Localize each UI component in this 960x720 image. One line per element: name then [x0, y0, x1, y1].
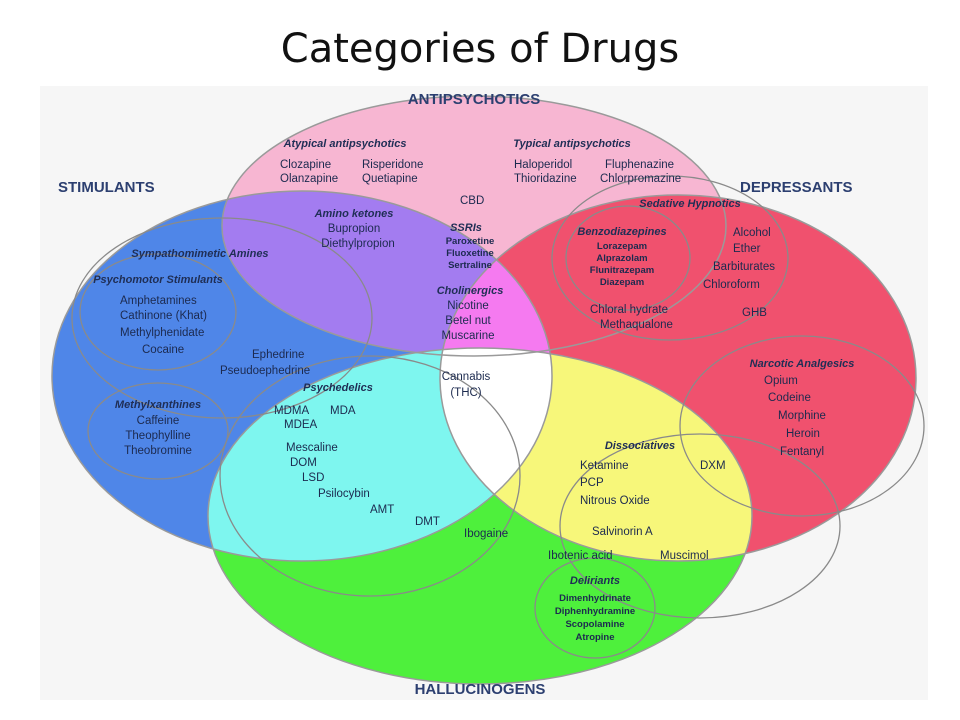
methylxanthines-ring: [87, 382, 229, 480]
drug-barbiturates: Barbiturates: [713, 261, 775, 273]
drug-thc: (THC): [450, 387, 481, 399]
drug-chlorpromazine: Chlorpromazine: [600, 173, 681, 185]
drug-pcp: PCP: [580, 477, 604, 489]
drug-atropine: Atropine: [575, 632, 614, 643]
drug-muscarine: Muscarine: [441, 330, 494, 342]
drug-clozapine: Clozapine: [280, 159, 331, 171]
sub-benzodiazepines: Benzodiazepines: [577, 226, 666, 238]
psychedelics-ring: [219, 355, 521, 597]
drug-salvinorin: Salvinorin A: [592, 526, 653, 538]
drug-flunitrazepam: Flunitrazepam: [590, 265, 654, 276]
drug-mdea: MDEA: [284, 419, 318, 431]
drug-theophylline: Theophylline: [125, 430, 190, 442]
drug-thioridazine: Thioridazine: [514, 173, 577, 185]
drug-quetiapine: Quetiapine: [362, 173, 418, 185]
drug-paroxetine: Paroxetine: [446, 236, 495, 247]
deliriants-ring: [534, 557, 656, 659]
label-antipsychotics: ANTIPSYCHOTICS: [408, 91, 541, 108]
drug-cbd: CBD: [460, 195, 484, 207]
stimulants-outline: [51, 190, 553, 562]
drug-cannabis: Cannabis: [442, 371, 491, 383]
narcotic-ring: [679, 335, 925, 517]
sympathomimetic-ring: [71, 217, 373, 419]
sub-psychomotor: Psychomotor Stimulants: [93, 274, 223, 286]
sub-psychedelics: Psychedelics: [303, 382, 373, 394]
drug-morphine: Morphine: [778, 410, 826, 422]
sub-atypical: Atypical antipsychotics: [283, 138, 407, 150]
drug-sertraline: Sertraline: [448, 260, 492, 271]
drug-fentanyl: Fentanyl: [780, 446, 824, 458]
drug-diphenhydramine: Diphenhydramine: [555, 606, 635, 617]
drug-mda: MDA: [330, 405, 356, 417]
drug-diazepam: Diazepam: [600, 277, 644, 288]
antipsychotics-outline: [221, 95, 727, 357]
psychomotor-ring: [79, 253, 237, 371]
drug-dimenhydrinate: Dimenhydrinate: [559, 593, 631, 604]
sub-sedative-hypnotics: Sedative Hypnotics: [639, 198, 740, 210]
drug-diethylpropion: Diethylpropion: [321, 238, 395, 250]
hallucinogens-outline: [207, 347, 753, 685]
sub-dissociatives: Dissociatives: [605, 440, 675, 452]
stimulant-antipsychotic-overlap: [222, 191, 552, 356]
drug-betel-nut: Betel nut: [445, 315, 491, 327]
drug-olanzapine: Olanzapine: [280, 173, 338, 185]
sub-ssris: SSRIs: [450, 222, 482, 234]
label-stimulants: STIMULANTS: [58, 179, 155, 196]
drug-fluoxetine: Fluoxetine: [446, 248, 494, 259]
drug-chloroform: Chloroform: [703, 279, 760, 291]
drug-ibotenic-acid: Ibotenic acid: [548, 550, 613, 562]
drug-nitrous-oxide: Nitrous Oxide: [580, 495, 650, 507]
drug-alprazolam: Alprazolam: [596, 253, 647, 264]
drug-codeine: Codeine: [768, 392, 811, 404]
drug-ghb: GHB: [742, 307, 767, 319]
drug-caffeine: Caffeine: [137, 415, 180, 427]
sedative-hypnotics-ring: [551, 175, 789, 341]
drug-opium: Opium: [764, 375, 798, 387]
drug-methaqualone: Methaqualone: [600, 319, 673, 331]
benzodiazepines-ring: [565, 205, 691, 311]
venn-diagram: ANTIPSYCHOTICS STIMULANTS DEPRESSANTS HA…: [40, 86, 928, 700]
sub-narcotic: Narcotic Analgesics: [750, 358, 855, 370]
drug-theobromine: Theobromine: [124, 445, 192, 457]
drug-cocaine: Cocaine: [142, 344, 184, 356]
drug-dxm: DXM: [700, 460, 726, 472]
drug-heroin: Heroin: [786, 428, 820, 440]
dissociatives-ring: [559, 433, 841, 619]
drug-pseudoephedrine: Pseudoephedrine: [220, 365, 310, 377]
drug-lsd: LSD: [302, 472, 324, 484]
slide-title: Categories of Drugs: [280, 26, 680, 72]
drug-dmt: DMT: [415, 516, 440, 528]
sub-amino-ketones: Amino ketones: [314, 208, 394, 220]
drug-haloperidol: Haloperidol: [514, 159, 572, 171]
drug-nicotine: Nicotine: [447, 300, 489, 312]
sub-methylxanthines: Methylxanthines: [115, 399, 201, 411]
label-depressants: DEPRESSANTS: [740, 179, 853, 196]
sub-deliriants: Deliriants: [570, 575, 620, 587]
drug-psilocybin: Psilocybin: [318, 488, 370, 500]
sub-sympathomimetic: Sympathomimetic Amines: [131, 248, 268, 260]
label-hallucinogens: HALLUCINOGENS: [415, 681, 546, 698]
sub-cholinergics: Cholinergics: [437, 285, 504, 297]
drug-amt: AMT: [370, 504, 394, 516]
drug-ether: Ether: [733, 243, 761, 255]
drug-amphetamines: Amphetamines: [120, 295, 197, 307]
sub-typical: Typical antipsychotics: [513, 138, 631, 150]
drug-risperidone: Risperidone: [362, 159, 423, 171]
drug-bupropion: Bupropion: [328, 223, 380, 235]
drug-mescaline: Mescaline: [286, 442, 338, 454]
drug-methylphenidate: Methylphenidate: [120, 327, 204, 339]
drug-chloral-hydrate: Chloral hydrate: [590, 304, 668, 316]
drug-mdma: MDMA: [274, 405, 309, 417]
drug-ketamine: Ketamine: [580, 460, 629, 472]
drug-ibogaine: Ibogaine: [464, 528, 508, 540]
drug-cathinone: Cathinone (Khat): [120, 310, 207, 322]
depressants-outline: [439, 194, 917, 562]
drug-fluphenazine: Fluphenazine: [605, 159, 674, 171]
drug-muscimol: Muscimol: [660, 550, 709, 562]
drug-ephedrine: Ephedrine: [252, 349, 304, 361]
drug-scopolamine: Scopolamine: [565, 619, 624, 630]
drug-alcohol: Alcohol: [733, 227, 771, 239]
drug-dom: DOM: [290, 457, 317, 469]
drug-lorazepam: Lorazepam: [597, 241, 647, 252]
